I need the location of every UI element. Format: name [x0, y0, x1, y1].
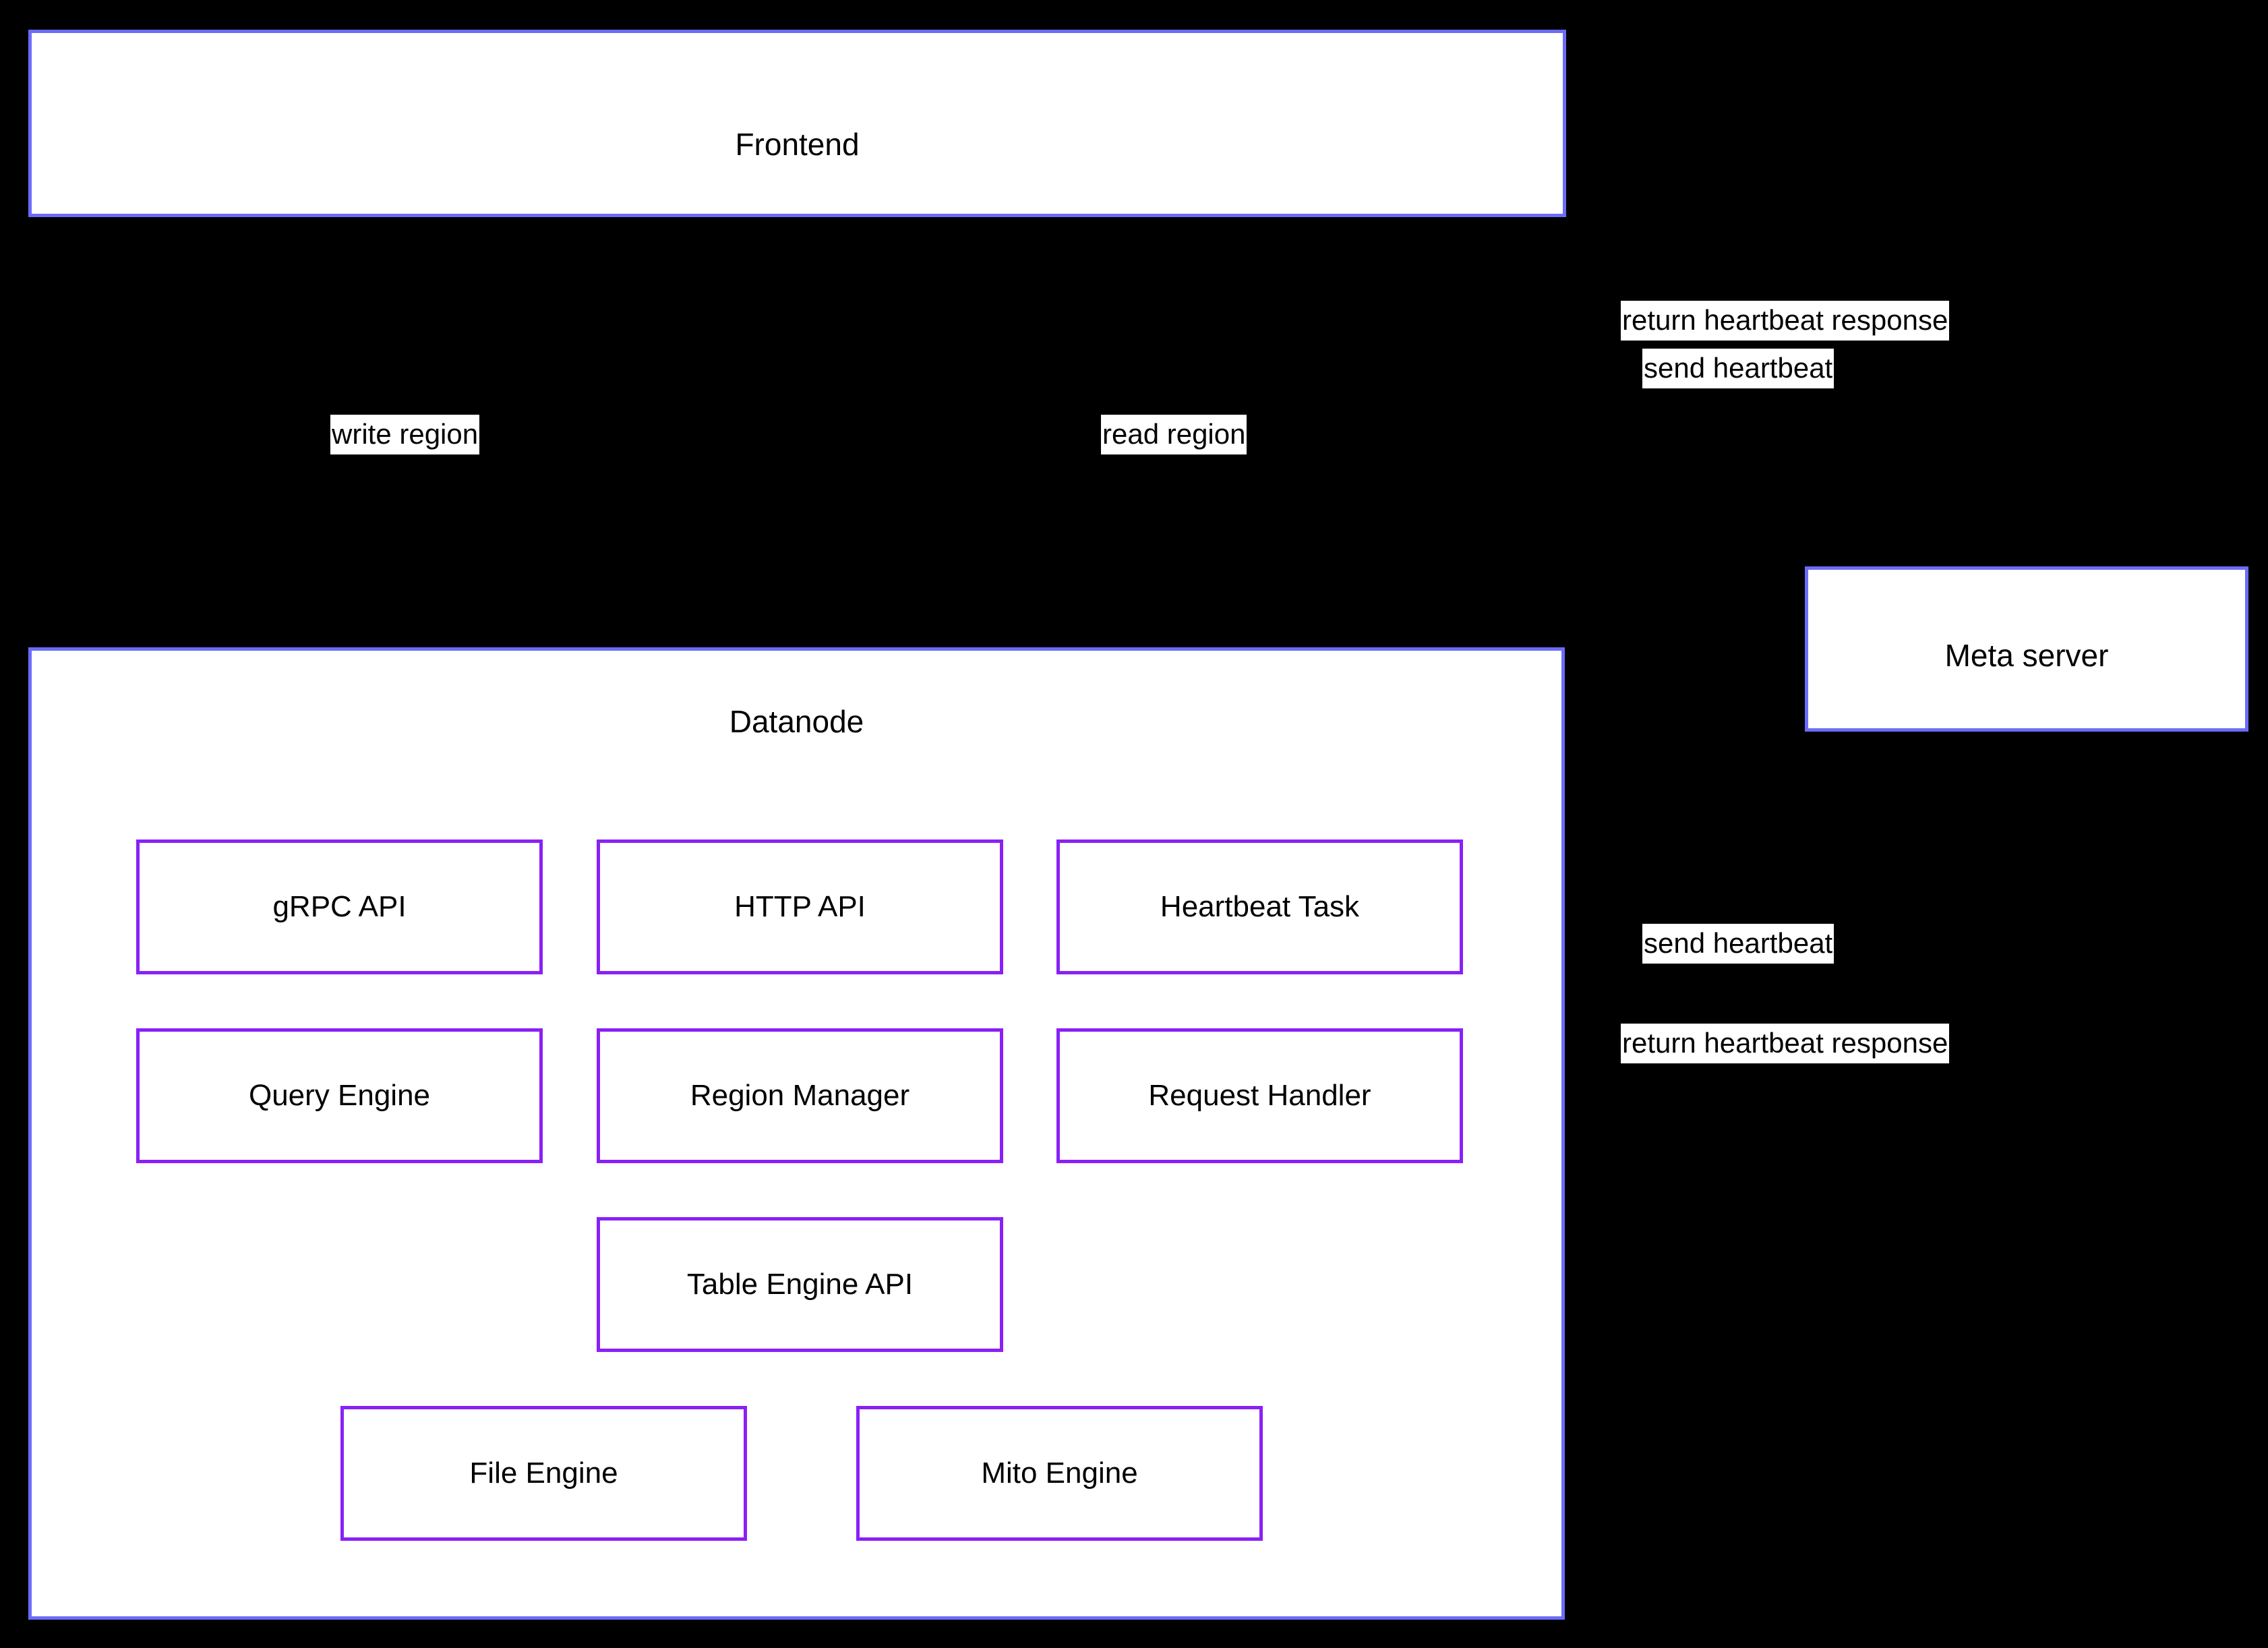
datanode-component-heartbeat-task[interactable]: Heartbeat Task — [1056, 840, 1463, 974]
datanode-component-label: HTTP API — [734, 890, 866, 923]
meta-server-node[interactable]: Meta server — [1805, 566, 2248, 732]
datanode-component-label: Heartbeat Task — [1160, 890, 1360, 923]
datanode-label: Datanode — [729, 704, 864, 739]
datanode-component-label: gRPC API — [272, 890, 407, 923]
connector-meta-to-frontend — [1881, 217, 1883, 566]
datanode-component-label: File Engine — [469, 1456, 618, 1490]
datanode-component-label: Region Manager — [690, 1079, 910, 1112]
datanode-component-region-manager[interactable]: Region Manager — [597, 1028, 1003, 1163]
edge-label-datanode-send-heartbeat: send heartbeat — [1642, 924, 1834, 964]
arrow-head-datanode-left-icon: ↘ — [1563, 1138, 1586, 1168]
datanode-component-label: Table Engine API — [686, 1268, 914, 1301]
connector-datanode-to-meta — [1571, 1146, 1948, 1148]
edge-label-datanode-return-heartbeat-response: return heartbeat response — [1621, 1024, 1950, 1063]
edge-label-read-region: read region — [1101, 415, 1247, 454]
datanode-component-query-engine[interactable]: Query Engine — [136, 1028, 543, 1163]
connector-meta-to-datanode — [1571, 1241, 1948, 1243]
meta-server-label: Meta server — [1944, 638, 2109, 673]
connector-frontend-to-meta — [1955, 217, 1957, 566]
datanode-component-label: Request Handler — [1148, 1079, 1371, 1112]
datanode-node[interactable]: Datanode gRPC API HTTP API Heartbeat Tas… — [28, 647, 1565, 1620]
datanode-component-request-handler[interactable]: Request Handler — [1056, 1028, 1463, 1163]
datanode-component-table-engine-api[interactable]: Table Engine API — [597, 1217, 1003, 1352]
datanode-component-file-engine[interactable]: File Engine — [340, 1406, 747, 1541]
datanode-component-label: Query Engine — [248, 1079, 431, 1112]
edge-label-frontend-return-heartbeat-response: return heartbeat response — [1621, 301, 1950, 341]
edge-label-write-region: write region — [330, 415, 480, 454]
datanode-component-grpc-api[interactable]: gRPC API — [136, 840, 543, 974]
edge-label-frontend-send-heartbeat: send heartbeat — [1642, 349, 1834, 388]
datanode-component-mito-engine[interactable]: Mito Engine — [856, 1406, 1263, 1541]
frontend-node[interactable]: Frontend — [28, 30, 1566, 217]
datanode-component-http-api[interactable]: HTTP API — [597, 840, 1003, 974]
datanode-component-label: Mito Engine — [981, 1456, 1138, 1490]
frontend-label: Frontend — [735, 127, 860, 162]
